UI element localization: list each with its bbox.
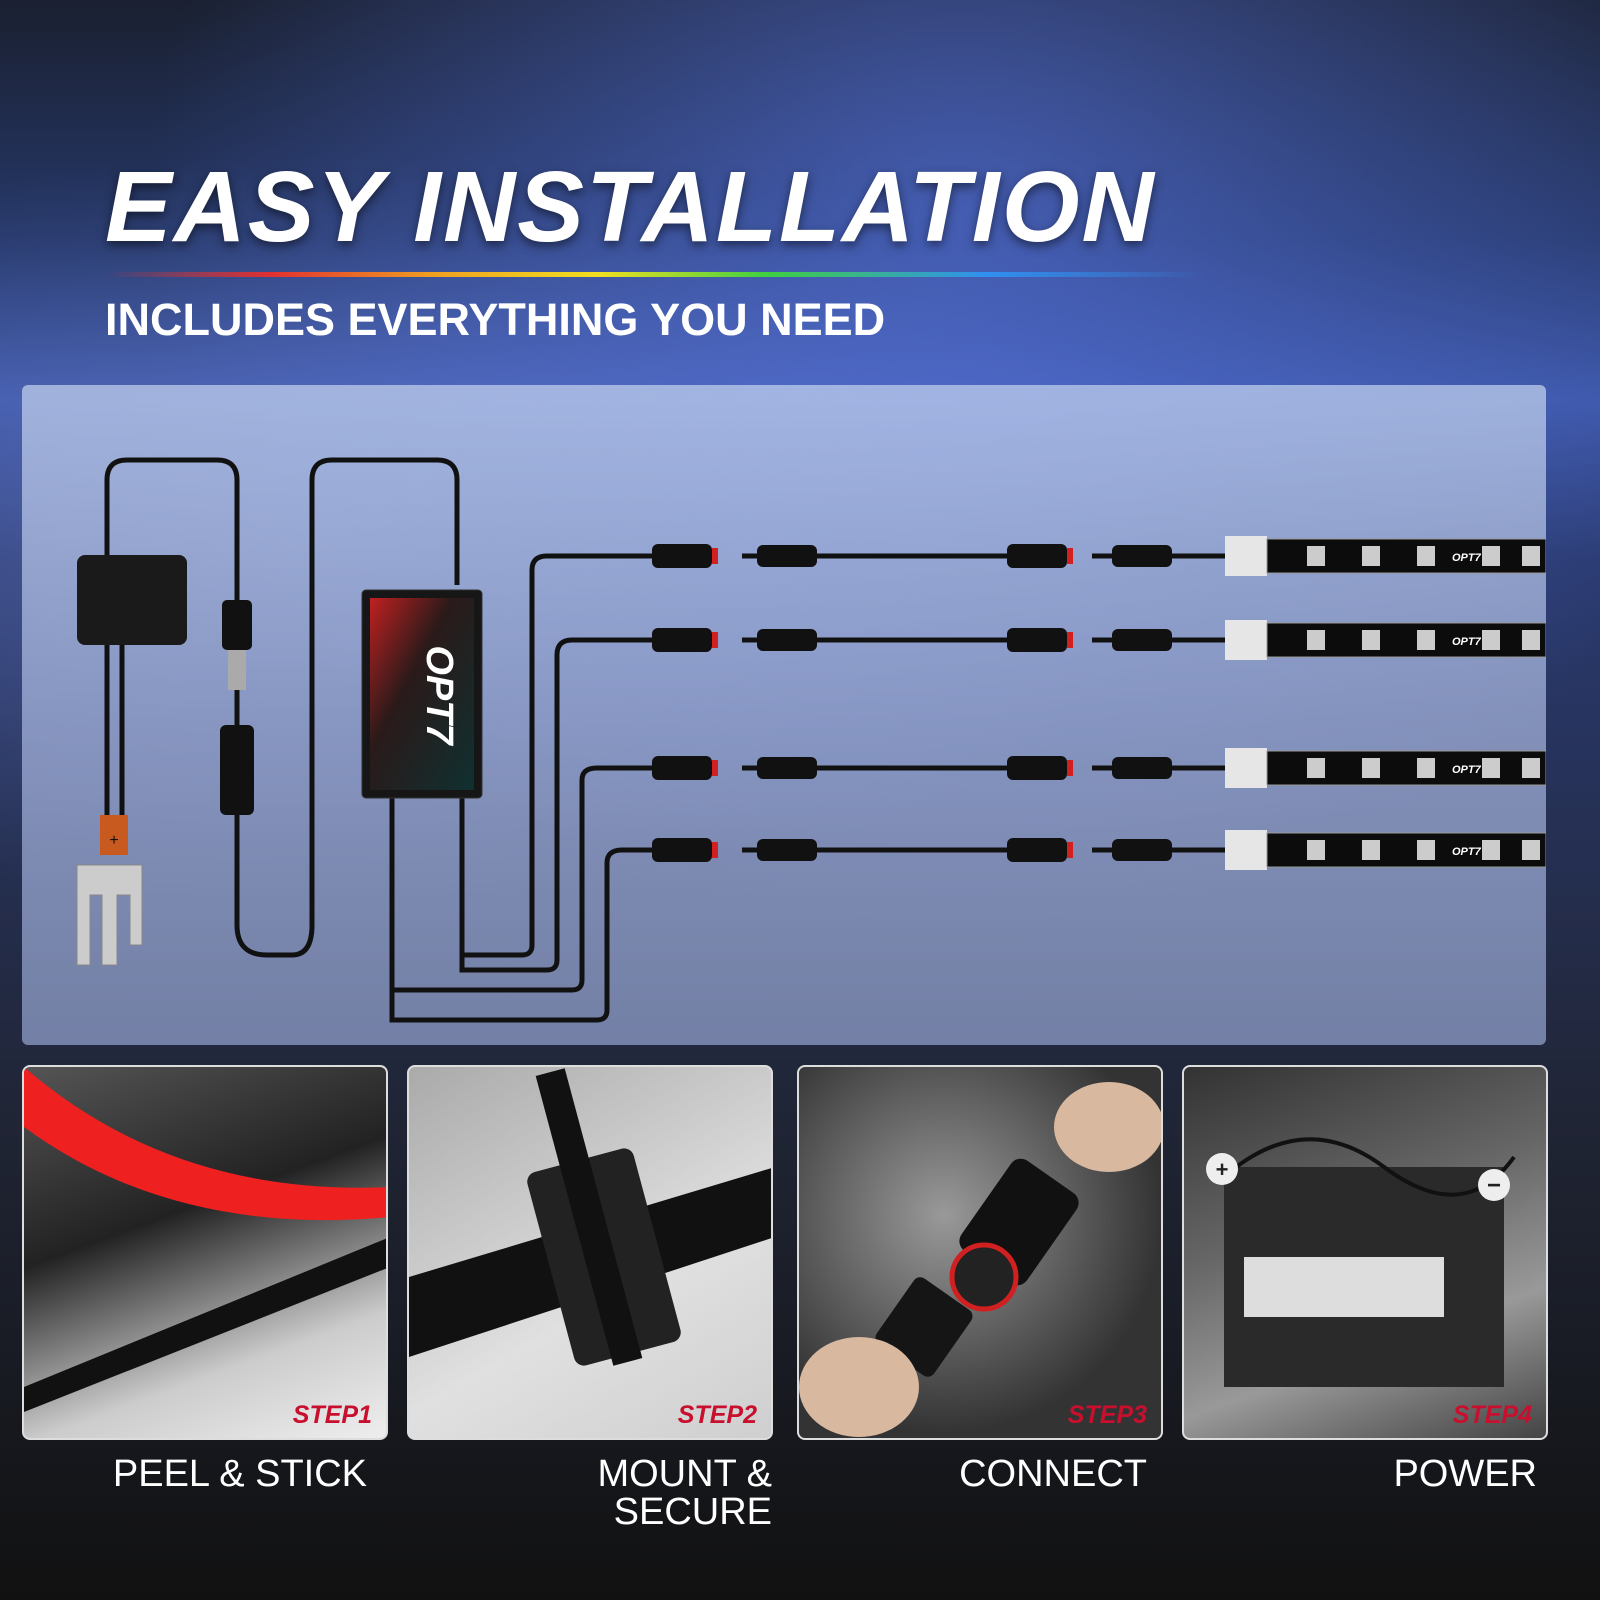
connector-seal: [712, 548, 718, 564]
connector-seal: [1067, 760, 1073, 776]
page-title: EASY INSTALLATION: [105, 151, 1156, 263]
controller-box: OPT7: [361, 589, 483, 799]
connector-seal: [712, 760, 718, 776]
controller-logo: OPT7: [418, 645, 460, 746]
connector-female: [1007, 838, 1067, 862]
connector-female: [1007, 544, 1067, 568]
strip-end-cap: [1225, 748, 1267, 788]
led-chip: [1417, 758, 1435, 778]
connector-female: [652, 838, 712, 862]
connector-female: [652, 756, 712, 780]
step-badge: STEP3: [1067, 1401, 1147, 1429]
led-chip: [1307, 758, 1325, 778]
step-4-image: + − STEP4: [1182, 1065, 1548, 1440]
led-chip: [1522, 546, 1540, 566]
led-chip: [1482, 840, 1500, 860]
page-subtitle: INCLUDES EVERYTHING YOU NEED: [105, 294, 886, 345]
led-chip: [1307, 630, 1325, 650]
output-wire-2: [459, 637, 662, 973]
step-4-caption: POWER: [1393, 1453, 1537, 1495]
led-chip: [1482, 546, 1500, 566]
connector-male: [757, 839, 817, 861]
strip-logo: OPT7: [1452, 552, 1482, 564]
led-chip: [1522, 758, 1540, 778]
connector-male: [757, 629, 817, 651]
led-chip: [1362, 546, 1380, 566]
rainbow-divider: [105, 272, 1205, 277]
strip-end-cap: [1225, 830, 1267, 870]
connector-seal: [1067, 842, 1073, 858]
step-3-caption: CONNECT: [959, 1453, 1147, 1495]
fuse-holder: +: [76, 555, 187, 966]
led-chip: [1362, 758, 1380, 778]
led-chip: [1417, 546, 1435, 566]
connector-male: [1112, 545, 1172, 567]
led-chip: [1522, 840, 1540, 860]
connector-male: [1112, 757, 1172, 779]
connector-female: [1007, 756, 1067, 780]
fuse-loop-wire: [104, 457, 460, 958]
step-badge: STEP4: [1452, 1401, 1532, 1429]
step-2-caption: MOUNT & SECURE: [597, 1453, 772, 1533]
connector-seal: [712, 842, 718, 858]
led-chip: [1362, 630, 1380, 650]
led-chip: [1307, 546, 1325, 566]
connector-male: [757, 757, 817, 779]
led-chip: [1362, 840, 1380, 860]
connector-seal: [712, 632, 718, 648]
led-chip: [1307, 840, 1325, 860]
strip-end-cap: [1225, 536, 1267, 576]
step-3-image: STEP3: [797, 1065, 1163, 1440]
step-1-caption: PEEL & STICK: [112, 1453, 367, 1495]
connector-female: [652, 544, 712, 568]
step-2-image: STEP2: [407, 1065, 773, 1440]
plus-icon: +: [1216, 1157, 1229, 1182]
connector-male: [1112, 629, 1172, 651]
led-chip: [1522, 630, 1540, 650]
strip-logo: OPT7: [1452, 764, 1482, 776]
output-wire-1: [459, 553, 662, 958]
step-badge: STEP2: [677, 1401, 757, 1429]
connector-seal: [1067, 632, 1073, 648]
positive-mark: +: [109, 832, 118, 849]
led-chip: [1482, 758, 1500, 778]
strip-end-cap: [1225, 620, 1267, 660]
led-chip: [1417, 840, 1435, 860]
connector-male: [1112, 839, 1172, 861]
strip-logo: OPT7: [1452, 636, 1482, 648]
connectors: [652, 544, 1172, 862]
led-chip: [1482, 630, 1500, 650]
led-chip: [1417, 630, 1435, 650]
connector-male: [757, 545, 817, 567]
step-badge: STEP1: [292, 1401, 372, 1429]
output-wire-3: [389, 765, 662, 993]
minus-icon: −: [1487, 1172, 1501, 1199]
dc-connector: [220, 600, 254, 815]
output-wire-4: [389, 805, 662, 1023]
ring-terminal: [76, 864, 143, 966]
connector-female: [652, 628, 712, 652]
connector-seal: [1067, 548, 1073, 564]
step-1-image: STEP1: [22, 1065, 388, 1440]
strip-logo: OPT7: [1452, 846, 1482, 858]
connector-female: [1007, 628, 1067, 652]
